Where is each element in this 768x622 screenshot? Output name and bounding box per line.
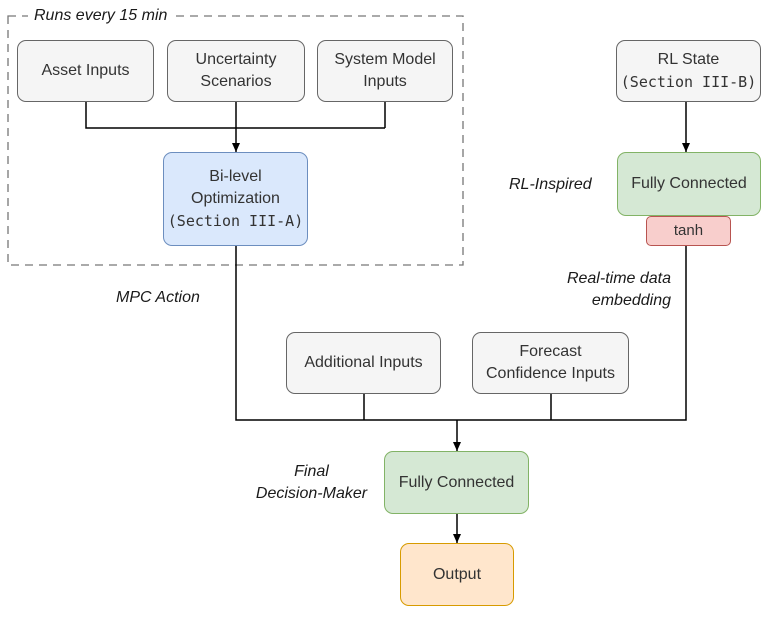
edge-mpc-action (235, 246, 457, 421)
output-label: Output (432, 565, 482, 583)
rl-fully-connected-node: Fully Connected (617, 152, 761, 216)
system-model-inputs-node: System Model Inputs (317, 40, 453, 102)
forecast-label-line2: Confidence Inputs (486, 365, 615, 382)
bilevel-optimization-node: Bi-level Optimization (Section III-A) (163, 152, 308, 246)
edge-realtime-embedding (457, 246, 687, 421)
tanh-activation-node: tanh (646, 216, 731, 246)
additional-inputs-label: Additional Inputs (304, 354, 423, 371)
bilevel-label-line2: Optimization (191, 190, 280, 207)
final-line2: Decision-Maker (255, 485, 368, 502)
rl-state-section-ref: (Section III-B) (620, 73, 757, 91)
additional-inputs-node: Additional Inputs (286, 332, 441, 394)
asset-inputs-label: Asset Inputs (41, 62, 130, 79)
realtime-line1: Real-time data (566, 270, 671, 287)
rl-inspired-annotation: RL-Inspired (509, 176, 592, 193)
uncertainty-label-line2: Scenarios (200, 73, 272, 90)
realtime-line2: embedding (591, 292, 671, 309)
forecast-confidence-inputs-node: Forecast Confidence Inputs (472, 332, 629, 394)
realtime-embedding-annotation: Real-time data embedding (555, 268, 671, 312)
final-fc-label: Fully Connected (398, 473, 515, 491)
uncertainty-scenarios-node: Uncertainty Scenarios (167, 40, 305, 102)
region-label: Runs every 15 min (28, 5, 174, 27)
edge-asset-to-merge (85, 102, 385, 129)
asset-inputs-node: Asset Inputs (17, 40, 154, 102)
rl-fc-label: Fully Connected (631, 175, 747, 192)
tanh-label: tanh (673, 222, 704, 239)
final-line1: Final (294, 463, 329, 480)
bilevel-section-ref: (Section III-A) (167, 212, 304, 230)
system-model-label-line1: System Model (334, 51, 436, 68)
forecast-label-line1: Forecast (519, 343, 582, 360)
mpc-action-annotation: MPC Action (116, 289, 200, 306)
final-fully-connected-node: Fully Connected (384, 451, 529, 514)
rl-state-node: RL State (Section III-B) (616, 40, 761, 102)
rl-state-label: RL State (657, 51, 720, 68)
uncertainty-label-line1: Uncertainty (195, 51, 277, 68)
bilevel-label-line1: Bi-level (209, 168, 262, 185)
final-decision-maker-annotation: Final Decision-Maker (245, 461, 378, 505)
output-node: Output (400, 543, 514, 606)
system-model-label-line2: Inputs (363, 73, 407, 90)
